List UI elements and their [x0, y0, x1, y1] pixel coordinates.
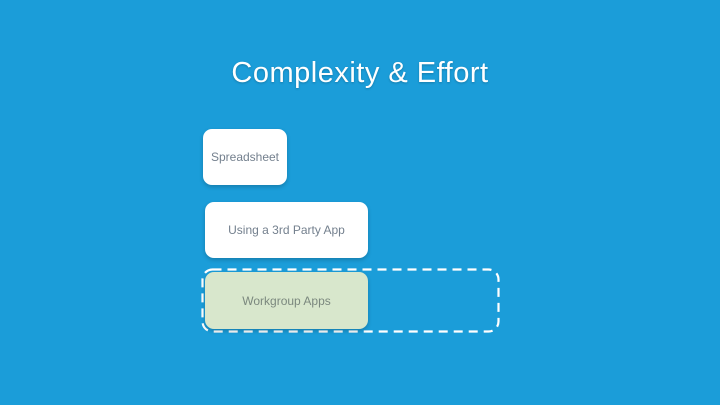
box-spreadsheet: Spreadsheet: [203, 129, 287, 185]
dashed-outline-rect: [201, 268, 500, 333]
box-workgroup-apps: Workgroup Apps: [205, 272, 368, 329]
box-third-party-app: Using a 3rd Party App: [205, 202, 368, 258]
box-spreadsheet-label: Spreadsheet: [210, 150, 280, 164]
slide-title: Complexity & Effort: [231, 57, 489, 89]
box-workgroup-apps-label: Workgroup Apps: [242, 293, 331, 308]
box-third-party-app-label: Using a 3rd Party App: [228, 223, 345, 237]
